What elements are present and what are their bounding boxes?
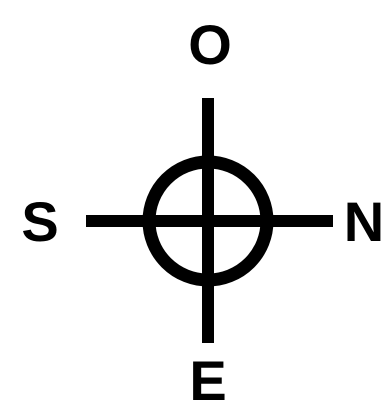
- top-label: O: [188, 13, 232, 76]
- right-label: N: [344, 190, 384, 253]
- bottom-label: E: [189, 349, 226, 405]
- left-label: S: [21, 190, 58, 253]
- center-circle: [142, 155, 274, 287]
